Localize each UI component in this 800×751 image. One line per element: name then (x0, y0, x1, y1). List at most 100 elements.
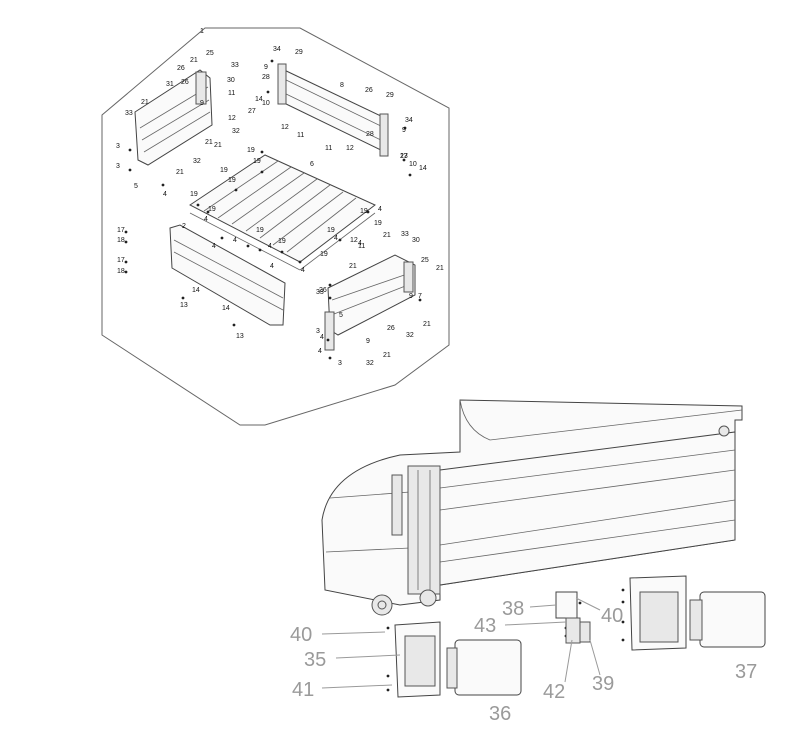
fastener-dot (621, 588, 625, 592)
callout-c9c: 9 (402, 127, 406, 134)
callout-c34b: 34 (405, 117, 413, 124)
callout-c19a: 19 (247, 147, 255, 154)
fastener-dot (124, 260, 128, 264)
callout-c30a: 30 (227, 77, 235, 84)
callout-L42: 42 (543, 681, 565, 703)
callout-c19d: 19 (208, 206, 216, 213)
fastener-dot (128, 168, 132, 172)
fastener-dot (418, 298, 422, 302)
callout-c32d: 32 (366, 360, 374, 367)
fastener-dot (260, 170, 264, 174)
fastener-dot (246, 244, 250, 248)
callout-c13b: 13 (236, 333, 244, 340)
callout-c21f: 21 (349, 263, 357, 270)
callout-c8: 8 (340, 82, 344, 89)
fastener-dot (124, 230, 128, 234)
callout-c17b: 17 (117, 257, 125, 264)
callout-c13c: 13 (400, 153, 408, 160)
callout-c7: 7 (418, 293, 422, 300)
callout-c19h: 19 (320, 251, 328, 258)
fastener-dot (621, 600, 625, 604)
callout-c19g: 19 (278, 238, 286, 245)
callout-c27a: 27 (248, 108, 256, 115)
right-lamp-assembly (629, 575, 766, 651)
callout-c33d: 33 (401, 231, 409, 238)
callout-c28a: 28 (262, 74, 270, 81)
fastener-dot (258, 248, 262, 252)
callout-c1: 1 (200, 28, 204, 35)
callout-c25a: 25 (206, 50, 214, 57)
fastener-dot (234, 188, 238, 192)
callout-c4i: 4 (358, 240, 362, 247)
callout-c27b: 27 (400, 153, 408, 160)
callout-c4d: 4 (270, 263, 274, 270)
upper-callout-labels: 1233334444444444445567899999101011111111… (116, 28, 444, 367)
callout-c34a: 34 (273, 46, 281, 53)
fastener-dot (161, 183, 165, 187)
callout-c21h: 21 (423, 321, 431, 328)
fastener-dot (280, 250, 284, 254)
callout-c14b: 14 (222, 305, 230, 312)
callout-c28b: 28 (366, 131, 374, 138)
callout-c2: 2 (182, 223, 186, 230)
callout-c4h: 4 (334, 235, 338, 242)
fastener-dot (386, 688, 390, 692)
callout-c18b: 18 (117, 268, 125, 275)
callout-c5b: 5 (339, 312, 343, 319)
callout-L35: 35 (304, 649, 326, 671)
callout-c19b: 19 (220, 167, 228, 174)
callout-L36: 36 (489, 703, 511, 725)
callout-c21c: 21 (205, 139, 213, 146)
callout-c30b: 30 (412, 237, 420, 244)
callout-c14d: 14 (419, 165, 427, 172)
callout-c9e: 9 (366, 338, 370, 345)
lower-leader-lines (321, 597, 601, 689)
hexagon-frame (101, 27, 450, 426)
callout-c19i: 19 (360, 208, 368, 215)
callout-c29a: 29 (295, 49, 303, 56)
callout-L43: 43 (474, 615, 496, 637)
fastener-dot (270, 59, 274, 63)
callout-c10b: 10 (409, 161, 417, 168)
callout-c4c: 4 (212, 243, 216, 250)
callout-c11b: 11 (297, 132, 304, 139)
callout-c19j: 19 (374, 220, 382, 227)
callout-c33a: 33 (125, 110, 133, 117)
callout-c14c: 14 (255, 96, 263, 103)
left-lamp-assembly (394, 621, 522, 698)
callout-L37: 37 (735, 661, 757, 683)
callout-c21i: 21 (383, 352, 391, 359)
fastener-dot (403, 126, 407, 130)
callout-c9a: 9 (264, 64, 268, 71)
callout-c13a: 13 (180, 302, 188, 309)
callout-L38: 38 (502, 598, 524, 620)
callout-c32c: 32 (406, 332, 414, 339)
callout-c25b: 25 (421, 257, 429, 264)
callout-c18a: 18 (117, 237, 125, 244)
fastener-dot (621, 638, 625, 642)
callout-c19e: 19 (228, 177, 236, 184)
fastener-dot (181, 296, 185, 300)
callout-c21a: 21 (190, 57, 198, 64)
callout-c3c: 3 (316, 328, 320, 335)
callout-c21e: 21 (383, 232, 391, 239)
fastener-dot (366, 210, 370, 214)
callout-c21b: 21 (141, 99, 149, 106)
callout-c19f: 19 (253, 158, 261, 165)
callout-c3a: 3 (116, 143, 120, 150)
callout-c5a: 5 (134, 183, 138, 190)
callout-c6: 6 (310, 161, 314, 168)
callout-c3d: 3 (338, 360, 342, 367)
callout-c26c: 26 (319, 287, 327, 294)
callout-L40a: 40 (290, 624, 312, 646)
bed-floor (189, 154, 376, 271)
callout-c17a: 17 (117, 227, 125, 234)
right-side-panel (324, 254, 416, 351)
callout-c10a: 10 (262, 100, 270, 107)
callout-c11a: 11 (228, 90, 235, 97)
callout-c26e: 26 (181, 79, 189, 86)
fastener-dot (386, 626, 390, 630)
callout-c12c: 12 (346, 145, 354, 152)
